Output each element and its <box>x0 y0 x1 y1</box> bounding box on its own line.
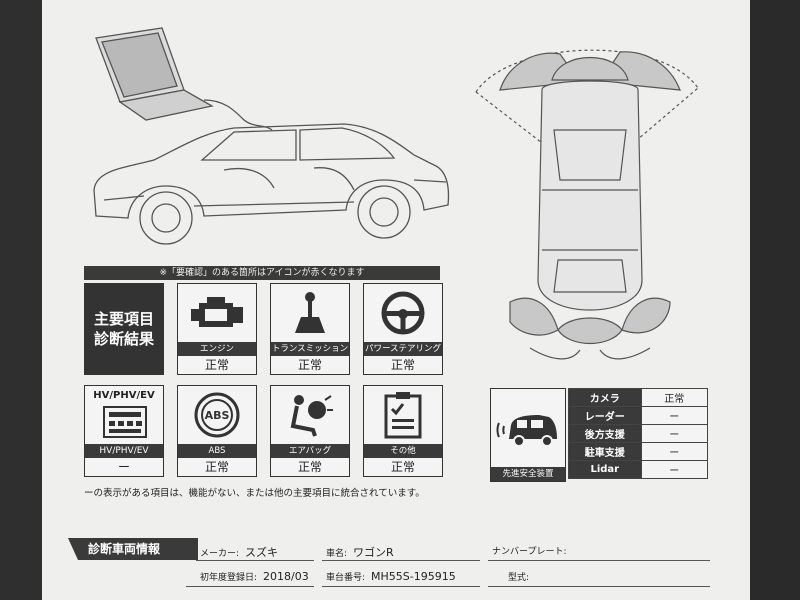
adas-icon-box: 先進安全装置 <box>490 388 566 482</box>
tile-power-steering-result: 正常 <box>390 358 415 372</box>
model-label: 車名: <box>326 549 348 559</box>
tile-hv-result: ー <box>117 460 130 474</box>
adas-row: 後方支援ー <box>568 424 709 443</box>
tile-airbag: エアバッグ 正常 <box>270 385 350 477</box>
chassis-label: 車台番号: <box>326 573 366 583</box>
tile-other: その他 正常 <box>363 385 443 477</box>
tile-airbag-result: 正常 <box>297 460 322 474</box>
adas-value: ー <box>640 424 709 443</box>
checklist-icon <box>384 392 422 439</box>
adas-value: ー <box>640 460 709 479</box>
tile-engine-name: エンジン <box>178 342 256 356</box>
model-underline <box>322 560 480 561</box>
car-top-diagram <box>475 49 699 360</box>
maker-value: スズキ <box>245 546 279 559</box>
type-field: 型式: <box>508 570 535 583</box>
binder-left-edge <box>0 0 42 600</box>
summary-line-1: 主要項目 <box>93 310 154 328</box>
battery-panel-icon <box>103 406 147 438</box>
registration-value: 2018/03 <box>263 570 309 583</box>
adas-row: レーダーー <box>568 406 709 425</box>
tile-abs: ABS ABS 正常 <box>177 385 257 477</box>
tile-hv-title: HV/PHV/EV <box>93 390 155 401</box>
gear-shift-icon <box>295 292 325 333</box>
vehicle-info-heading: 診断車両情報 <box>68 538 198 560</box>
model-field: 車名: ワゴンR <box>326 544 394 560</box>
tile-other-name: その他 <box>364 444 442 458</box>
chassis-value: MH55S-195915 <box>371 570 456 583</box>
notice-banner: ※「要確認」のある箇所はアイコンが赤くなります <box>84 266 440 280</box>
maker-field: メーカー: スズキ <box>200 544 278 560</box>
maker-label: メーカー: <box>200 549 240 559</box>
adas-key: 後方支援 <box>568 424 642 443</box>
footnote: ーの表示がある項目は、機能がない、または他の主要項目に統合されています。 <box>84 488 425 499</box>
adas-value: ー <box>640 442 709 461</box>
maker-underline <box>196 560 314 561</box>
tile-engine: エンジン 正常 <box>177 283 257 375</box>
type-underline <box>488 586 710 587</box>
tile-transmission: トランスミッション 正常 <box>270 283 350 375</box>
model-value: ワゴンR <box>353 546 394 559</box>
tile-hv-name: HV/PHV/EV <box>85 444 163 458</box>
steering-wheel-icon <box>381 291 425 335</box>
car-sensor-icon <box>496 415 557 447</box>
tile-engine-result: 正常 <box>204 358 229 372</box>
registration-field: 初年度登録日: 2018/03 <box>200 570 309 583</box>
type-label: 型式: <box>508 573 530 583</box>
tile-transmission-name: トランスミッション <box>271 342 349 356</box>
binder-right-edge <box>750 0 800 600</box>
tile-airbag-name: エアバッグ <box>271 444 349 458</box>
tile-power-steering: パワーステアリング 正常 <box>363 283 443 375</box>
tile-other-result: 正常 <box>390 460 415 474</box>
tile-abs-result: 正常 <box>204 460 229 474</box>
adas-row: カメラ正常 <box>568 388 709 407</box>
adas-key: レーダー <box>568 406 642 425</box>
adas-key: カメラ <box>568 388 642 407</box>
adas-label: 先進安全装置 <box>491 467 565 481</box>
adas-value: ー <box>640 406 709 425</box>
adas-key: Lidar <box>568 460 642 479</box>
adas-value: 正常 <box>640 388 709 407</box>
abs-icon: ABS <box>194 392 240 438</box>
summary-label: 主要項目 診断結果 <box>84 283 164 375</box>
plate-field: ナンバープレート: <box>492 544 573 557</box>
plate-label: ナンバープレート: <box>492 547 567 557</box>
adas-row: 駐車支援ー <box>568 442 709 461</box>
chassis-field: 車台番号: MH55S-195915 <box>326 570 456 583</box>
airbag-icon <box>290 395 333 437</box>
plate-underline <box>488 560 710 561</box>
registration-label: 初年度登録日: <box>200 573 258 583</box>
tile-power-steering-name: パワーステアリング <box>364 342 442 356</box>
tile-abs-name: ABS <box>178 444 256 458</box>
registration-underline <box>186 586 314 587</box>
notice-text: ※「要確認」のある箇所はアイコンが赤くなります <box>159 268 365 278</box>
adas-key: 駐車支援 <box>568 442 642 461</box>
engine-icon <box>191 297 243 327</box>
abs-icon-text: ABS <box>205 409 230 422</box>
tile-transmission-result: 正常 <box>297 358 322 372</box>
car-side-diagram <box>93 27 450 245</box>
summary-line-2: 診断結果 <box>93 330 154 348</box>
chassis-underline <box>322 586 480 587</box>
tile-hv: HV/PHV/EV HV/PHV/EV ー <box>84 385 164 477</box>
